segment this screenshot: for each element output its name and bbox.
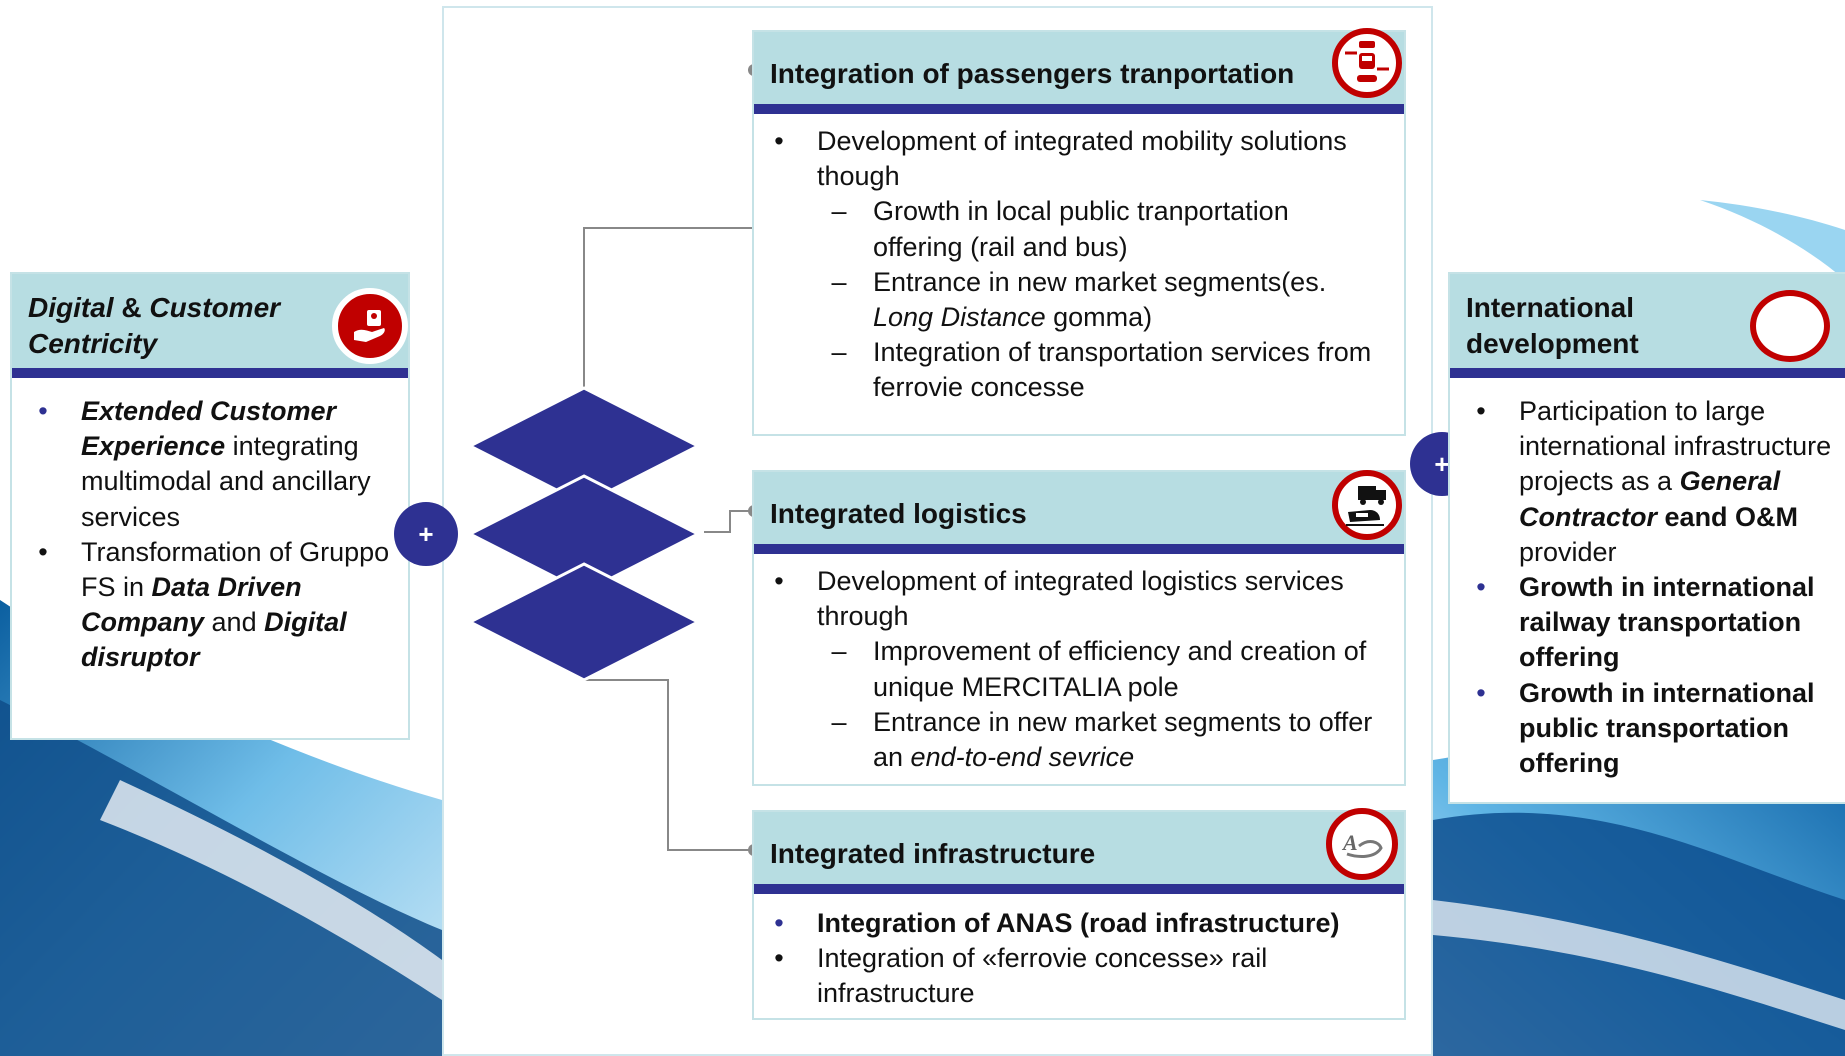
bullet-marker: • bbox=[38, 396, 48, 426]
card-title: International development bbox=[1466, 292, 1639, 359]
logistics-card: Integrated logistics • Development of in… bbox=[752, 470, 1406, 786]
international-card: International development • Participatio… bbox=[1448, 272, 1845, 804]
dash-marker: – bbox=[831, 706, 847, 737]
infrastructure-card: Integrated infrastructure A • Integratio… bbox=[752, 808, 1406, 1020]
card-header: Digital & Customer Centricity bbox=[12, 274, 408, 378]
card-header: Integrated logistics bbox=[754, 470, 1404, 554]
list-item: • Integration of «ferrovie concesse» rai… bbox=[764, 941, 1384, 1011]
left-bullets: • Extended Customer Experience integrati… bbox=[28, 394, 398, 676]
dash-marker: – bbox=[831, 337, 847, 368]
sub-item: – Improvement of efficiency and creation… bbox=[764, 634, 1384, 704]
card-title: Integration of passengers tranportation bbox=[770, 58, 1295, 89]
list-item: • Development of integrated logistics se… bbox=[764, 564, 1384, 634]
truck-train-icon bbox=[1332, 470, 1402, 540]
sub-item: – Integration of transportation services… bbox=[764, 335, 1384, 405]
bullet-marker: • bbox=[774, 126, 784, 156]
list-item: • Extended Customer Experience integrati… bbox=[28, 394, 398, 535]
passengers-bullets: • Development of integrated mobility sol… bbox=[764, 124, 1384, 406]
list-item: • Growth in international railway transp… bbox=[1466, 570, 1844, 676]
bullet-marker: • bbox=[1476, 677, 1486, 708]
bullet-marker: • bbox=[1476, 396, 1486, 426]
empty-circle-icon bbox=[1750, 290, 1830, 362]
bullet-marker: • bbox=[38, 536, 48, 567]
svg-text:A: A bbox=[1341, 830, 1358, 855]
list-item: • Integration of ANAS (road infrastructu… bbox=[764, 906, 1384, 941]
plus-left-badge: + bbox=[394, 502, 458, 566]
list-item: • Growth in international public transpo… bbox=[1466, 676, 1844, 782]
dash-marker: – bbox=[831, 266, 847, 297]
bullet-marker: • bbox=[774, 908, 784, 938]
card-header: Integration of passengers tranportation bbox=[754, 28, 1404, 114]
dash-marker: – bbox=[831, 196, 847, 227]
passengers-card: Integration of passengers tranportation … bbox=[752, 28, 1406, 436]
logistics-bullets: • Development of integrated logistics se… bbox=[764, 564, 1384, 775]
infrastructure-bullets: • Integration of ANAS (road infrastructu… bbox=[764, 906, 1384, 1012]
bullet-marker: • bbox=[774, 566, 784, 596]
sub-item: – Growth in local public tranportation o… bbox=[764, 194, 1384, 264]
card-header: International development bbox=[1450, 274, 1845, 378]
sub-item: – Entrance in new market segments to off… bbox=[764, 705, 1384, 775]
card-header: Integrated infrastructure A bbox=[754, 808, 1404, 894]
list-item: • Transformation of Gruppo FS in Data Dr… bbox=[28, 535, 398, 676]
train-bus-car-icon bbox=[1332, 28, 1402, 98]
bullet-marker: • bbox=[774, 943, 784, 974]
right-bullets: • Participation to large international i… bbox=[1466, 394, 1844, 781]
hand-with-person-icon bbox=[332, 288, 408, 364]
sub-item: – Entrance in new market segments(es. Lo… bbox=[764, 265, 1384, 335]
bullet-marker: • bbox=[1476, 572, 1486, 603]
list-item: • Development of integrated mobility sol… bbox=[764, 124, 1384, 194]
dash-marker: – bbox=[831, 636, 847, 667]
card-title: Integrated infrastructure bbox=[770, 838, 1096, 869]
card-title: Integrated logistics bbox=[770, 498, 1027, 529]
list-item: • Participation to large international i… bbox=[1466, 394, 1844, 570]
card-title: Digital & Customer Centricity bbox=[28, 292, 281, 359]
digital-customer-card: Digital & Customer Centricity • Extended… bbox=[10, 272, 410, 740]
anas-logo-icon: A bbox=[1326, 808, 1398, 880]
